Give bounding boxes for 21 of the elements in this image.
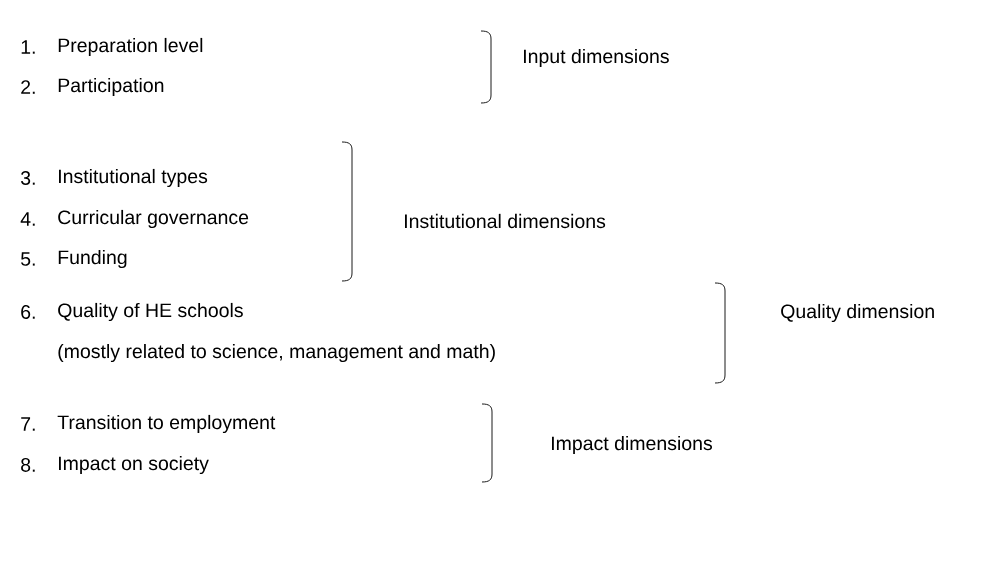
list-number: 6. <box>21 305 35 319</box>
group-label: Institutional dimensions <box>405 213 606 229</box>
group-label: Input dimensions <box>524 48 669 68</box>
list-item: Quality of HE schools <box>58 302 243 322</box>
list-number: 3. <box>20 171 35 185</box>
list-number: 1. <box>21 40 35 54</box>
group-label: Impact dimensions <box>552 435 713 455</box>
list-number: 5. <box>21 252 35 266</box>
group-label: Quality dimension <box>781 303 934 323</box>
list-number: 4. <box>20 212 35 226</box>
list-number: 8. <box>21 458 35 472</box>
list-number: 2. <box>21 80 35 94</box>
list-item: (mostly related to science, management and math) <box>58 343 495 363</box>
list-item: Impact on society <box>59 455 209 475</box>
list-number: 7. <box>21 417 35 431</box>
list-item: Transition to employment <box>57 414 276 434</box>
list-item: Funding <box>58 249 127 269</box>
list-item: Curricular governance <box>58 209 249 229</box>
list-item: Institutional types <box>59 168 208 188</box>
list-item: Preparation level <box>58 37 203 57</box>
list-item: Participation <box>58 77 164 97</box>
